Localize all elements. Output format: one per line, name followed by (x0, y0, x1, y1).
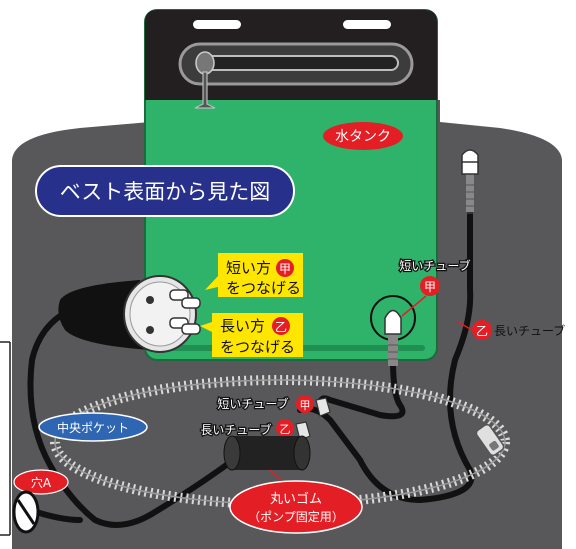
long-tube-right-tip (461, 149, 479, 214)
kou-marker-center-text: 甲 (300, 399, 311, 412)
otsu-marker-right (472, 320, 492, 340)
water-tank-badge (323, 122, 403, 150)
kou-marker-callout (276, 259, 294, 277)
zipper-pull (475, 423, 505, 457)
long-connect-callout: 長い方 乙 をつなげる (200, 313, 303, 357)
short-tube-label-top-leader (401, 295, 427, 317)
otsu-marker-callout-text: 乙 (275, 320, 287, 334)
short-callout-line2: をつなげる (226, 279, 301, 297)
kou-marker-top-text: 甲 (424, 280, 436, 294)
pump-cable-left (27, 307, 243, 528)
kou-marker-center (296, 395, 314, 413)
otsu-marker-right-text: 乙 (476, 324, 488, 338)
short-callout-line1: 短い方 (226, 259, 271, 277)
long-tube-right (297, 192, 475, 504)
hole-a (12, 490, 40, 534)
short-tube-label-top: 短いチューブ (399, 258, 470, 273)
pump (58, 275, 201, 353)
hole-a-label: 穴A (31, 475, 52, 490)
center-zipper (50, 375, 510, 509)
otsu-marker-center-text: 乙 (280, 423, 291, 436)
round-rubber (223, 435, 311, 471)
tank-port (370, 295, 416, 366)
center-pocket-badge (38, 412, 148, 442)
long-tube-label-center: 長いチューブ (200, 422, 271, 437)
rubber-label-line1: 丸いゴム (270, 491, 322, 507)
title-badge (35, 165, 295, 217)
short-connect-callout: 短い方 甲 をつなげる (205, 253, 303, 297)
long-callout-line1: 長い方 (220, 317, 265, 335)
long-callout-line2: をつなげる (220, 338, 295, 356)
diagram-title: ベスト表面から見た図 (60, 180, 270, 204)
hole-a-badge (13, 469, 69, 495)
long-tube-label-right-leader (457, 321, 473, 331)
otsu-marker-center (276, 419, 294, 437)
otsu-marker-callout (272, 317, 290, 335)
kou-marker-top (420, 276, 440, 296)
kou-marker-callout-text: 甲 (279, 262, 291, 276)
long-tube-label-right: 長いチューブ (494, 323, 565, 338)
center-pocket-label: 中央ポケット (57, 420, 129, 435)
short-tube-label-center: 短いチューブ (217, 396, 288, 411)
left-edge-bracket (0, 341, 11, 536)
water-tank-label: 水タンク (335, 129, 391, 145)
tube-connectors (295, 397, 331, 441)
rubber-badge (229, 480, 363, 534)
rubber-label-line2: （ポンプ固定用） (248, 509, 344, 524)
